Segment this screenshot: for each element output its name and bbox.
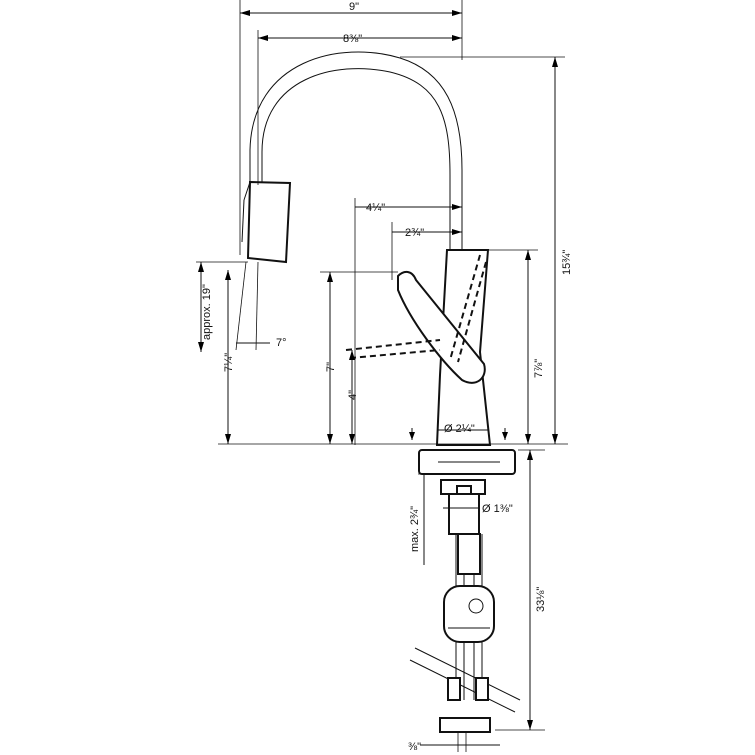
dim-handle-base-height: 4"	[347, 390, 359, 400]
dim-shank-diameter: Ø 1⅜"	[482, 503, 513, 515]
dim-width-overall: 9"	[349, 1, 359, 13]
spray-head	[246, 180, 292, 264]
dim-spout-height: 7¼"	[223, 353, 235, 372]
spout-arc	[249, 51, 463, 250]
dim-spray-angle: 7°	[276, 337, 287, 349]
handle-alt-position	[345, 339, 441, 359]
handle-lever	[397, 270, 486, 384]
dim-handle-offset: 2¾"	[405, 227, 424, 239]
faucet-outline	[241, 51, 521, 733]
dim-height-total: 15¾"	[561, 250, 573, 275]
dim-body-height: 7⅞"	[533, 359, 545, 378]
dimension-labels: 9" 8⅜" 15¾" 4¼" 2¾" approx. 19" 7° 7¼" 7…	[201, 1, 573, 753]
hose-fitting	[439, 717, 491, 733]
hose-weight	[443, 585, 495, 643]
dim-hose-length: 33⅛"	[535, 587, 547, 612]
dim-width-spout: 8⅜"	[343, 33, 362, 45]
dim-reach-handle: 4¼"	[366, 202, 385, 214]
dim-deck-thickness: max. 2¾"	[409, 506, 421, 552]
dimension-lines	[196, 0, 568, 752]
mounting-shank	[448, 493, 480, 535]
dim-handle-height: 7"	[325, 362, 337, 372]
dim-base-diameter: Ø 2¼"	[444, 423, 475, 435]
dim-hose-fitting: ⅜"	[408, 741, 421, 753]
dim-pullout-length: approx. 19"	[201, 284, 213, 340]
